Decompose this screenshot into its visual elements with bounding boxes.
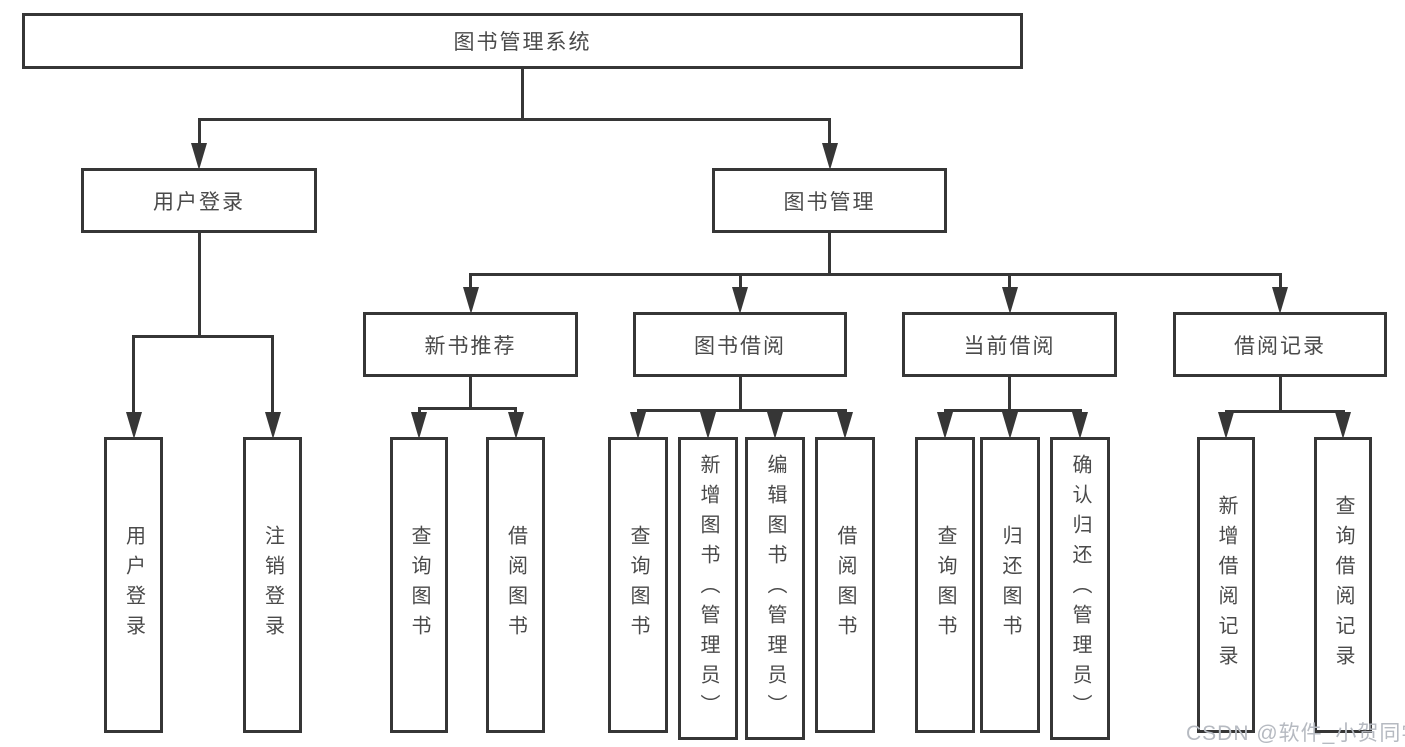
arrow-down-icon [1272, 287, 1288, 314]
node-label: 用户登录 [153, 190, 245, 214]
connector-line [828, 233, 831, 276]
arrow-down-icon [1072, 412, 1088, 439]
connector-line [417, 407, 517, 410]
node-label: 编辑图书（管理员） [764, 453, 786, 724]
connector-line [197, 118, 201, 145]
connector-line [828, 118, 831, 145]
node-new-book-recommend: 新书推荐 [363, 312, 578, 377]
node-label: 新书推荐 [424, 334, 517, 358]
connector-line [514, 407, 517, 414]
connector-line [738, 377, 742, 412]
node-borrowing-records: 借阅记录 [1173, 312, 1387, 377]
node-current-query-books: 查询图书 [915, 437, 975, 733]
node-records-add-record: 新增借阅记录 [1197, 437, 1255, 733]
arrow-down-icon [630, 412, 646, 439]
arrow-down-icon [837, 412, 853, 439]
connector-line [271, 335, 274, 414]
node-borrow-edit-books-admin: 编辑图书（管理员） [745, 437, 805, 740]
connector-line [1224, 410, 1345, 413]
connector-line [469, 273, 1282, 276]
node-label: 查询图书 [408, 525, 430, 645]
arrow-down-icon [1335, 412, 1351, 439]
node-label: 确认归还（管理员） [1069, 453, 1091, 724]
node-label: 图书管理 [783, 190, 876, 214]
connector-line [738, 273, 742, 289]
node-label: 借阅图书 [834, 525, 856, 645]
node-label: 查询图书 [627, 525, 649, 645]
node-book-borrowing: 图书借阅 [633, 312, 847, 377]
connector-line [1008, 409, 1012, 414]
connector-line [636, 409, 847, 412]
connector-line [132, 335, 135, 414]
arrow-down-icon [264, 412, 281, 439]
connector-line [1278, 377, 1282, 413]
watermark: CSDN @软件_小贺同学 [1186, 722, 1405, 745]
node-borrow-query-books: 查询图书 [608, 437, 668, 733]
node-label: 查询借阅记录 [1332, 495, 1354, 675]
node-records-query-record: 查询借阅记录 [1314, 437, 1372, 733]
node-user-login-branch: 用户登录 [81, 168, 317, 233]
connector-line [197, 118, 831, 121]
arrow-down-icon [767, 412, 783, 439]
node-library-system: 图书管理系统 [22, 13, 1023, 69]
node-label: 归还图书 [999, 525, 1021, 645]
node-label: 当前借阅 [963, 334, 1056, 358]
arrow-down-icon [125, 412, 142, 439]
connector-line [706, 409, 710, 414]
connector-line [521, 69, 524, 121]
arrow-down-icon [1218, 412, 1234, 439]
node-label: 用户登录 [122, 525, 145, 645]
arrow-down-icon [937, 412, 953, 439]
connector-line [1078, 409, 1082, 414]
connector-line [1008, 273, 1011, 289]
arrow-down-icon [821, 143, 838, 170]
node-current-return-books: 归还图书 [980, 437, 1040, 733]
node-label: 图书管理系统 [453, 31, 592, 54]
connector-line [1008, 377, 1011, 412]
node-borrow-add-books-admin: 新增图书（管理员） [678, 437, 738, 740]
arrow-down-icon [1002, 412, 1018, 439]
node-label: 新增图书（管理员） [697, 453, 719, 724]
node-current-borrowing: 当前借阅 [902, 312, 1117, 377]
connector-line [943, 409, 1082, 412]
node-current-confirm-return-admin: 确认归还（管理员） [1050, 437, 1110, 740]
arrow-down-icon [411, 412, 427, 439]
connector-line [943, 409, 947, 414]
arrow-down-icon [462, 287, 479, 314]
node-label: 注销登录 [261, 525, 284, 645]
arrow-down-icon [1001, 287, 1018, 314]
node-label: 新增借阅记录 [1215, 495, 1237, 675]
node-label: 查询图书 [934, 525, 956, 645]
node-leaf-user-login: 用户登录 [104, 437, 163, 733]
node-leaf-logout: 注销登录 [243, 437, 302, 733]
arrow-down-icon [191, 143, 207, 170]
connector-line [773, 409, 777, 414]
connector-line [636, 409, 640, 414]
connector-line [469, 273, 472, 289]
arrow-down-icon [700, 412, 716, 439]
connector-line [1278, 273, 1282, 289]
connector-line [197, 233, 201, 338]
node-book-management-branch: 图书管理 [712, 168, 947, 233]
connector-line [417, 407, 421, 414]
arrow-down-icon [732, 287, 748, 314]
node-label: 图书借阅 [694, 334, 786, 358]
node-recommend-query-books: 查询图书 [390, 437, 448, 733]
arrow-down-icon [507, 412, 524, 439]
node-label: 借阅图书 [504, 525, 527, 645]
node-recommend-borrow-books: 借阅图书 [486, 437, 545, 733]
connector-line [843, 409, 847, 414]
connector-line [469, 377, 472, 410]
node-borrow-borrow-books: 借阅图书 [815, 437, 875, 733]
connector-line [132, 335, 274, 338]
node-label: 借阅记录 [1234, 334, 1326, 358]
